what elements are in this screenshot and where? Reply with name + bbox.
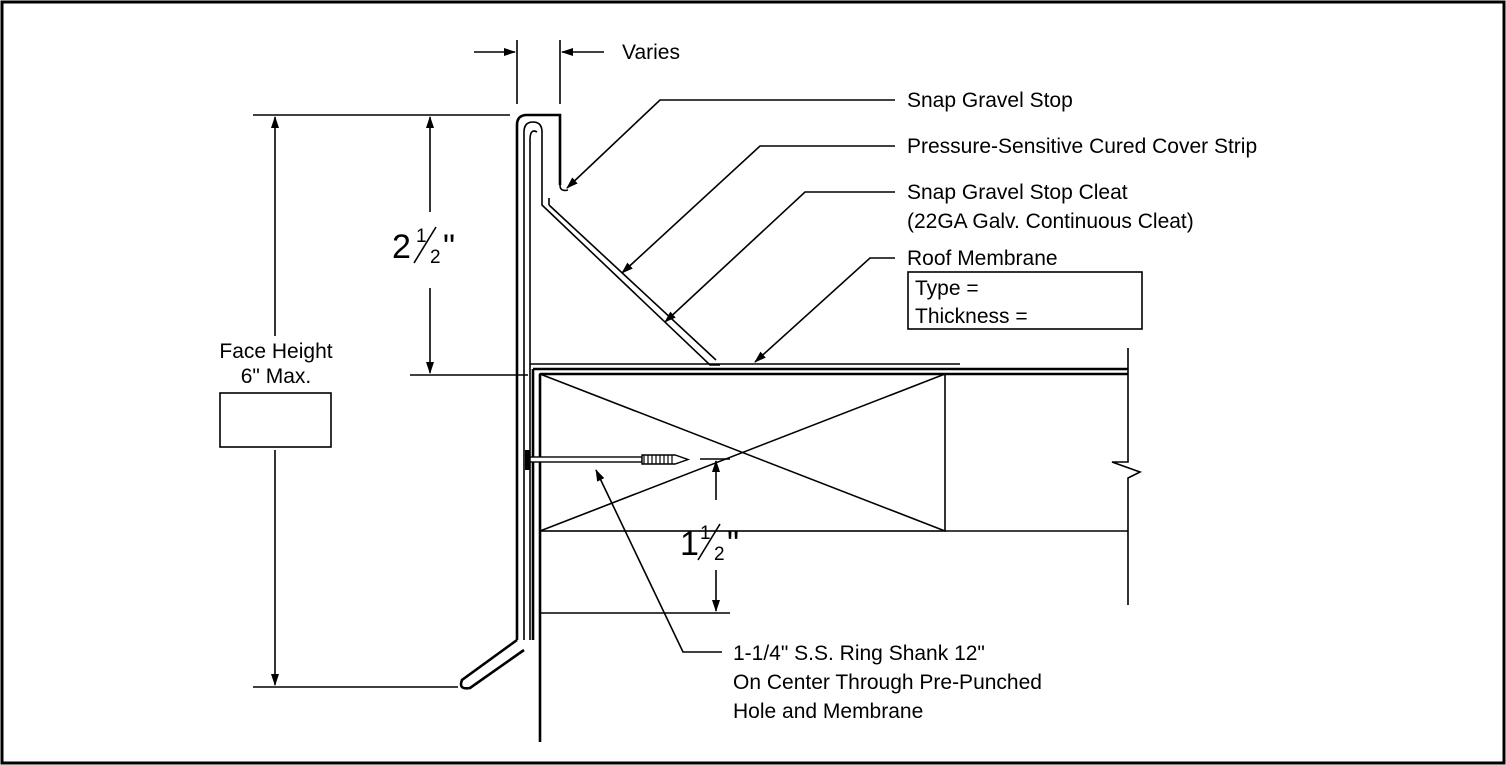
fastener-height-numerator: 1 xyxy=(700,523,711,544)
fastener-height-denominator: 2 xyxy=(714,544,725,565)
roof-membrane-label: Roof Membrane xyxy=(907,247,1058,270)
top-height-denominator: 2 xyxy=(430,247,441,268)
fastener-height-whole: 1 xyxy=(680,525,699,563)
callout-snap-gravel-stop: Snap Gravel Stop xyxy=(566,89,1073,189)
varies-dimension: Varies xyxy=(474,40,680,104)
callout-roof-membrane: Roof Membrane Type = Thickness = xyxy=(754,247,1143,363)
callout-fastener: 1-1/4" S.S. Ring Shank 12" On Center Thr… xyxy=(595,469,1042,723)
top-height-whole: 2 xyxy=(392,228,411,266)
fastener-label-line3: Hole and Membrane xyxy=(733,700,923,723)
cleat-label-line2: (22GA Galv. Continuous Cleat) xyxy=(907,210,1194,233)
face-height-value-box xyxy=(219,392,332,448)
top-height-dimension: 2 1 2 " xyxy=(392,116,528,376)
ring-shank-fastener xyxy=(525,450,691,470)
membrane-spec-box xyxy=(907,271,1143,330)
fastener-height-unit: " xyxy=(727,525,739,563)
cleat-label-line1: Snap Gravel Stop Cleat xyxy=(907,181,1128,204)
membrane-thickness-label: Thickness = xyxy=(915,305,1028,328)
callout-cover-strip: Pressure-Sensitive Cured Cover Strip xyxy=(621,135,1257,274)
top-height-unit: " xyxy=(443,228,455,266)
varies-label: Varies xyxy=(622,41,680,64)
face-height-dimension: Face Height 6" Max. xyxy=(219,114,510,688)
wood-nailer xyxy=(539,348,1143,614)
fastener-height-dimension: 1 1 2 " xyxy=(680,458,739,612)
fastener-label-line2: On Center Through Pre-Punched xyxy=(733,671,1042,694)
fastener-label-line1: 1-1/4" S.S. Ring Shank 12" xyxy=(733,642,985,665)
top-height-numerator: 1 xyxy=(416,226,427,247)
cover-strip-label: Pressure-Sensitive Cured Cover Strip xyxy=(907,135,1257,158)
membrane-type-label: Type = xyxy=(915,277,979,300)
snap-gravel-stop-label: Snap Gravel Stop xyxy=(907,89,1073,112)
callout-cleat: Snap Gravel Stop Cleat (22GA Galv. Conti… xyxy=(664,181,1194,323)
face-height-max-label: 6" Max. xyxy=(241,365,311,388)
face-height-label: Face Height xyxy=(219,340,332,363)
